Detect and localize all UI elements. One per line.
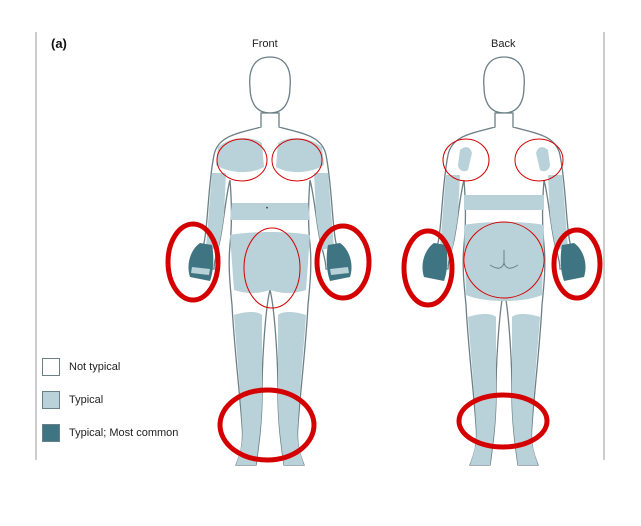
legend-swatch-not-typical xyxy=(42,358,60,376)
circle-front-hand-left xyxy=(165,221,221,303)
circle-back-hand-right xyxy=(551,227,603,301)
legend: Not typical Typical Typical; Most common xyxy=(42,357,178,456)
legend-swatch-typical xyxy=(42,391,60,409)
circle-front-chest-left xyxy=(216,138,268,182)
legend-item-not-typical: Not typical xyxy=(42,357,178,377)
circle-back-hand-left xyxy=(401,228,455,308)
circle-back-shoulder-left xyxy=(442,138,490,182)
legend-item-most-common: Typical; Most common xyxy=(42,423,178,443)
svg-text:•: • xyxy=(266,206,268,212)
legend-swatch-most-common xyxy=(42,424,60,442)
circle-back-shoulder-right xyxy=(514,138,564,182)
front-view-title: Front xyxy=(252,38,278,50)
legend-label: Typical xyxy=(69,394,104,406)
panel-label: (a) xyxy=(51,36,67,51)
circle-front-groin xyxy=(243,227,301,309)
back-view-title: Back xyxy=(491,38,516,50)
legend-label: Typical; Most common xyxy=(69,427,179,439)
back-body xyxy=(422,56,586,466)
legend-item-typical: Typical xyxy=(42,390,178,410)
circle-back-buttocks xyxy=(463,221,545,299)
circle-front-hand-right xyxy=(314,223,372,301)
front-body: • xyxy=(188,56,352,466)
legend-label: Not typical xyxy=(69,361,121,373)
annotation-circles xyxy=(165,138,603,463)
circle-front-feet xyxy=(217,387,317,463)
circle-front-chest-right xyxy=(271,138,323,182)
circle-back-feet xyxy=(456,392,550,450)
